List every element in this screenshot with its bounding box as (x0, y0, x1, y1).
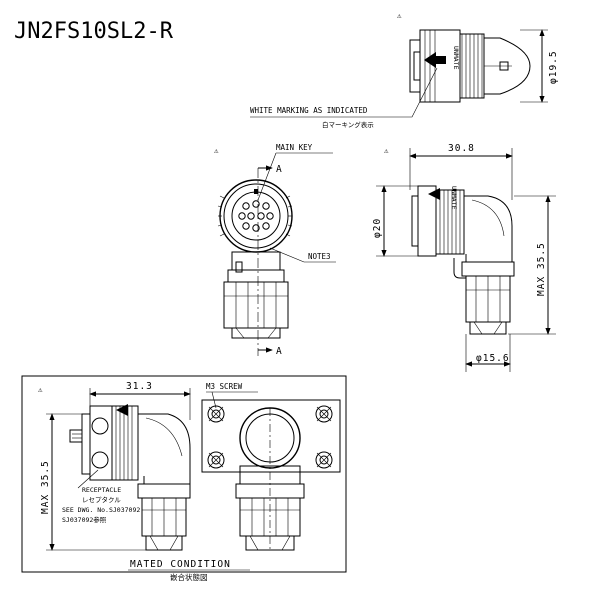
part-number-title: JN2FS10SL2-R (14, 19, 174, 44)
mated-condition-jp-label: 嵌合状態図 (170, 572, 208, 582)
section-a-top: A (276, 164, 283, 175)
dim-max-35-5-left: MAX 35.5 (40, 460, 51, 514)
top-side-view: ⚠ UNMATE φ19.5 WHITE MARKING AS INDICATE… (250, 11, 559, 129)
note3-label: NOTE3 (308, 252, 331, 261)
front-view: ⚠ MAIN KEY A A (214, 143, 336, 357)
see-dwg-label: SEE DWG. No.SJ037092 (62, 506, 140, 514)
revision-mark-4: ⚠ (38, 385, 43, 394)
white-marking-label: WHITE MARKING AS INDICATED (250, 106, 368, 115)
dim-dia-20: φ20 (372, 218, 383, 238)
m3-screw-label: M3 SCREW (206, 382, 243, 391)
main-key-label: MAIN KEY (276, 143, 313, 152)
white-marking-jp-label: 白マーキング表示 (322, 120, 374, 129)
revision-mark: ⚠ (397, 11, 402, 20)
side-view: ⚠ 30.8 φ20 UNMATE (372, 143, 556, 372)
receptacle-jp-label: レセプタクル (82, 495, 121, 504)
section-a-bottom: A (276, 346, 283, 357)
dim-30-8: 30.8 (448, 143, 475, 154)
unmate-label-2: UNMATE (450, 186, 458, 210)
unmate-label: UNMATE (452, 46, 460, 70)
dim-dia-15-6: φ15.6 (476, 353, 510, 364)
see-dwg-jp-label: SJ037092参照 (62, 515, 107, 524)
mated-condition-label: MATED CONDITION (130, 559, 231, 570)
dim-max-35-5-right: MAX 35.5 (536, 242, 547, 296)
mated-condition-box: ⚠ 31.3 (21, 375, 347, 582)
revision-mark-2: ⚠ (214, 146, 219, 155)
dim-31-3: 31.3 (126, 381, 153, 392)
revision-mark-3: ⚠ (384, 146, 389, 155)
dim-dia-19-5: φ19.5 (548, 50, 559, 84)
receptacle-label: RECEPTACLE (82, 486, 121, 494)
